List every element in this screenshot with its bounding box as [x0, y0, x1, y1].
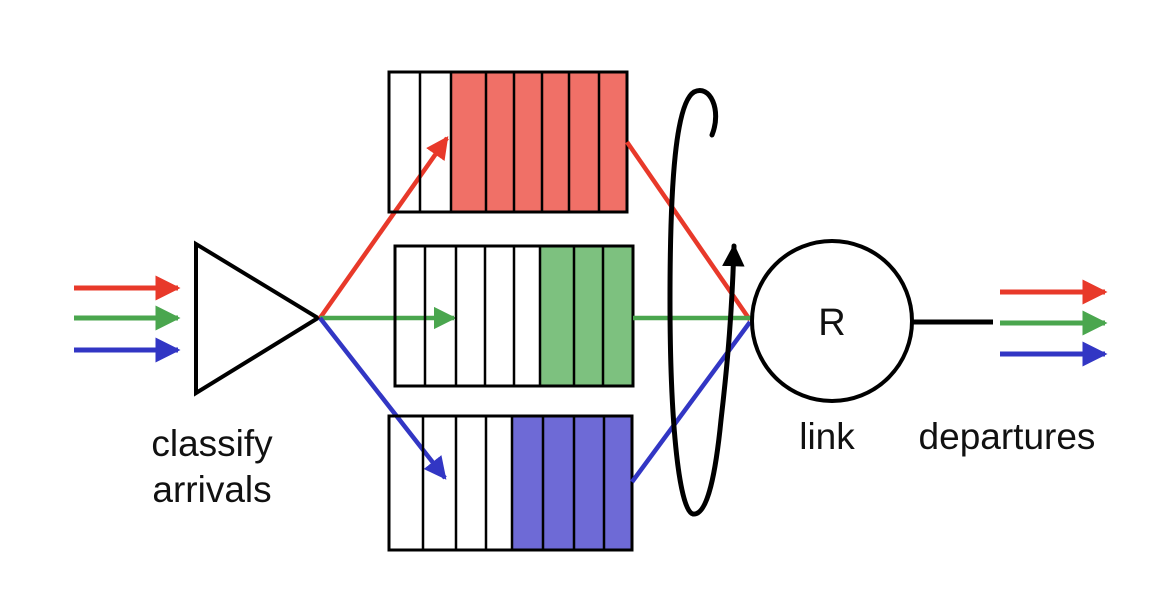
classifier-triangle-icon	[194, 240, 322, 397]
red-queue-dividers	[418, 72, 601, 212]
green-queue-filled	[540, 246, 633, 386]
arrival-arrows	[74, 275, 181, 363]
classify-label-line2: arrivals	[152, 469, 271, 510]
green-queue	[393, 244, 635, 388]
router-label: R	[818, 302, 845, 344]
blue-queue	[387, 414, 634, 552]
link-label: link	[799, 416, 855, 457]
red-queue	[387, 70, 629, 214]
blue-queue-dividers	[421, 416, 606, 550]
classifier-paths	[318, 136, 457, 480]
green-queue-dividers	[423, 246, 605, 386]
red-to-router-line	[625, 140, 752, 322]
round-robin-scheduler-icon	[667, 88, 745, 517]
departure-arrows	[1000, 279, 1108, 367]
red-queue-filled	[451, 72, 627, 212]
blue-queue-filled	[512, 416, 632, 550]
blue-queue-border	[387, 414, 634, 552]
path-to-red-queue	[318, 136, 449, 320]
classify-label-line1: classify	[151, 423, 273, 464]
blue-to-router-line	[630, 320, 752, 484]
departures-label: departures	[919, 416, 1096, 457]
